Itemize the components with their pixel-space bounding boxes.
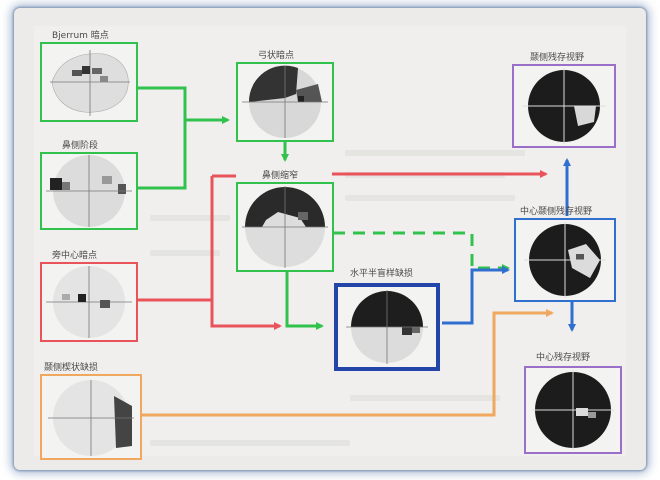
panel-nasal-constriction xyxy=(236,182,334,272)
horizontal-hemi-field-plot xyxy=(346,290,428,364)
label-temporal-wedge: 颞侧楔状缺损 xyxy=(44,363,99,373)
panel-central-residual xyxy=(524,366,622,454)
label-temporal-residual: 颞侧残存视野 xyxy=(530,53,585,63)
temporal-wedge-field-plot xyxy=(48,380,134,456)
label-paracentral: 旁中心暗点 xyxy=(52,251,98,261)
label-arcuate: 弓状暗点 xyxy=(258,51,295,61)
label-horizontal-hemi: 水平半盲样缺损 xyxy=(350,269,414,279)
panel-nasal-step xyxy=(40,152,138,230)
central-residual-field-plot xyxy=(532,370,614,450)
panel-temporal-residual xyxy=(512,64,616,148)
label-nasal-step: 鼻侧阶段 xyxy=(62,141,99,151)
panel-temporal-wedge xyxy=(40,374,142,460)
label-nasal-constriction: 鼻侧缩窄 xyxy=(262,171,299,181)
label-bjerrum: Bjerrum 暗点 xyxy=(52,31,109,41)
panel-paracentral xyxy=(40,262,138,342)
panel-bjerrum xyxy=(40,42,138,122)
panel-central-temporal-residual xyxy=(514,218,616,302)
nasal-step-field-plot xyxy=(46,155,132,227)
arcuate-field-plot xyxy=(242,65,328,138)
panel-arcuate xyxy=(236,62,334,142)
bjerrum-field-plot xyxy=(50,50,130,116)
panel-horizontal-hemi xyxy=(334,283,440,371)
temporal-residual-field-plot xyxy=(522,68,606,144)
central-temporal-residual-field-plot xyxy=(524,222,606,298)
label-central-temporal-residual: 中心颞侧残存视野 xyxy=(520,207,593,217)
label-central-residual: 中心残存视野 xyxy=(536,353,591,363)
nasal-constriction-field-plot xyxy=(242,186,328,268)
paracentral-field-plot xyxy=(46,266,132,338)
